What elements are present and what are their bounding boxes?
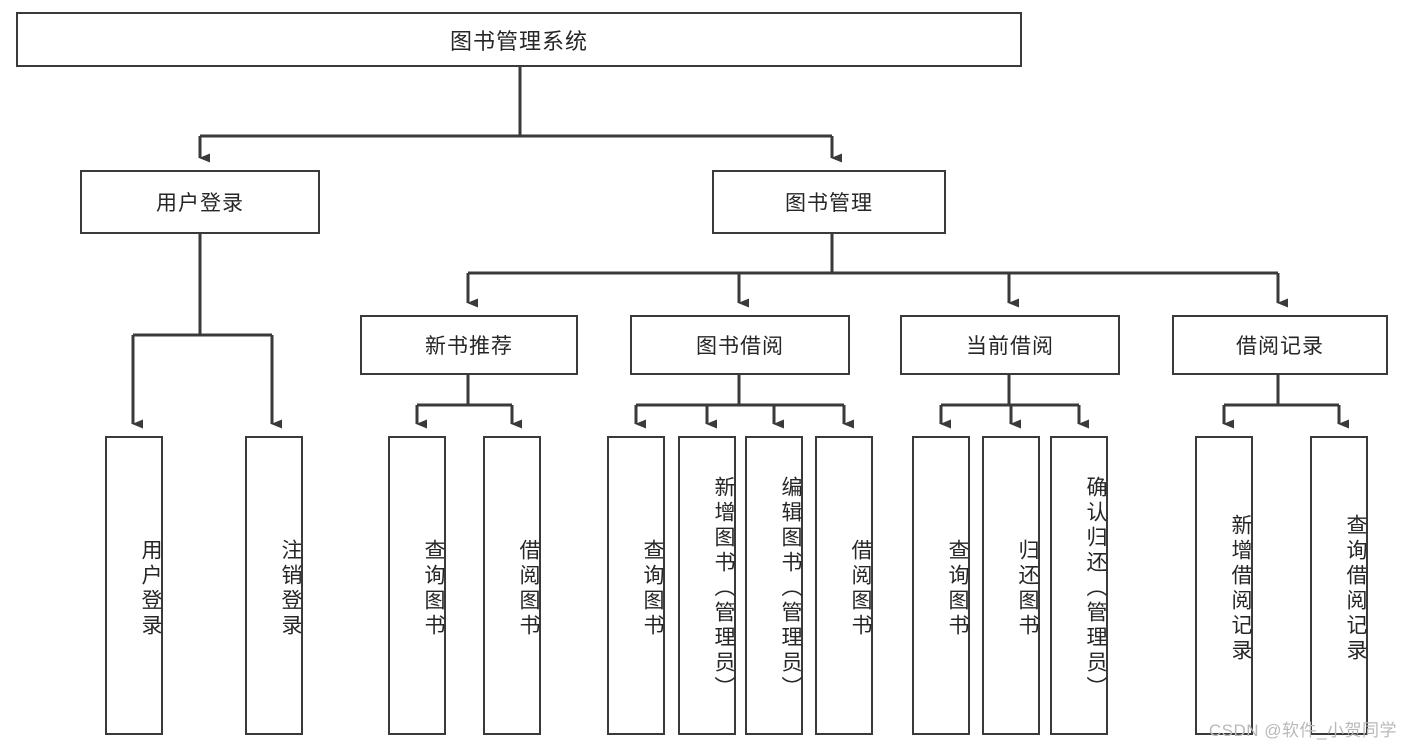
- leaf-query-borrow-record[interactable]: 查询借阅记录: [1310, 436, 1368, 735]
- leaf-return-book-label: 归还图书: [1016, 538, 1039, 639]
- node-root-system[interactable]: 图书管理系统: [16, 12, 1022, 67]
- leaf-user-login-label: 用户登录: [139, 538, 162, 639]
- leaf-borrow-book[interactable]: 借阅图书: [815, 436, 873, 735]
- leaf-query-book-borrow-label: 查询图书: [641, 538, 664, 639]
- leaf-query-book-current-label: 查询图书: [946, 538, 969, 639]
- node-new-book-recommend[interactable]: 新书推荐: [360, 315, 578, 375]
- node-new-book-recommend-label: 新书推荐: [425, 335, 513, 358]
- leaf-query-book-current[interactable]: 查询图书: [912, 436, 970, 735]
- leaf-add-book-admin[interactable]: 新增图书（管理员）: [678, 436, 736, 735]
- leaf-confirm-return-admin[interactable]: 确认归还（管理员）: [1050, 436, 1108, 735]
- leaf-query-book-borrow[interactable]: 查询图书: [607, 436, 665, 735]
- leaf-user-login[interactable]: 用户登录: [105, 436, 163, 735]
- leaf-add-borrow-record-label: 新增借阅记录: [1229, 513, 1252, 664]
- node-book-management[interactable]: 图书管理: [712, 170, 946, 234]
- leaf-query-borrow-record-label: 查询借阅记录: [1344, 513, 1367, 664]
- node-current-borrow-label: 当前借阅: [966, 335, 1054, 358]
- leaf-query-book-recommend[interactable]: 查询图书: [388, 436, 446, 735]
- leaf-edit-book-admin-label: 编辑图书（管理员）: [779, 476, 802, 701]
- node-user-login-label: 用户登录: [156, 192, 244, 215]
- leaf-logout[interactable]: 注销登录: [245, 436, 303, 735]
- leaf-add-book-admin-label: 新增图书（管理员）: [712, 476, 735, 701]
- node-book-management-label: 图书管理: [785, 192, 873, 215]
- leaf-query-book-recommend-label: 查询图书: [422, 538, 445, 639]
- node-borrow-record-label: 借阅记录: [1236, 335, 1324, 358]
- leaf-confirm-return-admin-label: 确认归还（管理员）: [1084, 476, 1107, 701]
- node-root-label: 图书管理系统: [449, 28, 588, 54]
- csdn-watermark: CSDN @软件_小贺同学: [1208, 721, 1397, 740]
- leaf-borrow-book-label: 借阅图书: [849, 538, 872, 639]
- node-user-login[interactable]: 用户登录: [80, 170, 320, 234]
- leaf-borrow-book-recommend[interactable]: 借阅图书: [483, 436, 541, 735]
- leaf-edit-book-admin[interactable]: 编辑图书（管理员）: [745, 436, 803, 735]
- leaf-logout-label: 注销登录: [279, 538, 302, 639]
- leaf-borrow-book-recommend-label: 借阅图书: [517, 538, 540, 639]
- node-book-borrow-label: 图书借阅: [696, 335, 784, 358]
- leaf-add-borrow-record[interactable]: 新增借阅记录: [1195, 436, 1253, 735]
- node-current-borrow[interactable]: 当前借阅: [900, 315, 1120, 375]
- node-book-borrow[interactable]: 图书借阅: [630, 315, 850, 375]
- node-borrow-record[interactable]: 借阅记录: [1172, 315, 1388, 375]
- leaf-return-book[interactable]: 归还图书: [982, 436, 1040, 735]
